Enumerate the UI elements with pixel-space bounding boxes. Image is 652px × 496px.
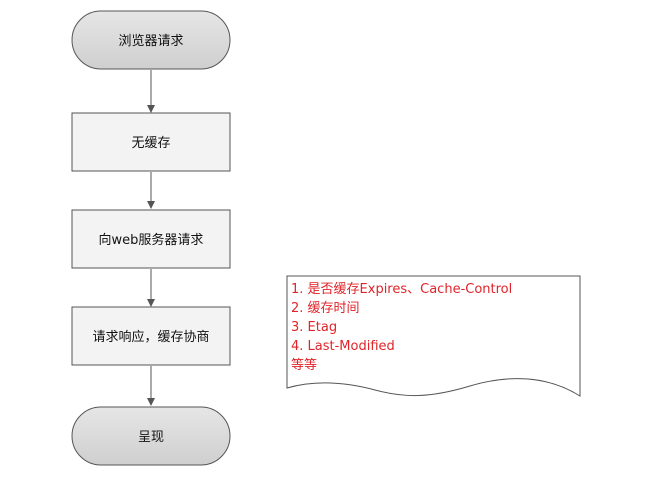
note-line-4: 4. Last-Modified — [291, 339, 395, 354]
note-line-5: 等等 — [291, 357, 317, 373]
end-terminal: 呈现 — [71, 406, 231, 466]
process-request-server: 向web服务器请求 — [71, 209, 231, 269]
note-line-1: 1. 是否缓存Expires、Cache-Control — [291, 282, 512, 297]
end-terminal-label: 呈现 — [138, 430, 164, 445]
process-response-negotiate: 请求响应，缓存协商 — [71, 306, 231, 366]
start-terminal-label: 浏览器请求 — [118, 33, 183, 49]
process-no-cache: 无缓存 — [71, 112, 231, 172]
start-terminal: 浏览器请求 — [71, 10, 231, 70]
process-no-cache-label: 无缓存 — [131, 136, 170, 151]
note-line-3: 3. Etag — [291, 320, 337, 335]
process-request-server-label: 向web服务器请求 — [99, 232, 204, 248]
note-line-2: 2. 缓存时间 — [291, 301, 360, 316]
note-document-shape — [286, 275, 581, 397]
process-response-negotiate-label: 请求响应，缓存协商 — [92, 329, 209, 345]
cache-factors-note: 1. 是否缓存Expires、Cache-Control 2. 缓存时间 3. … — [286, 275, 581, 397]
